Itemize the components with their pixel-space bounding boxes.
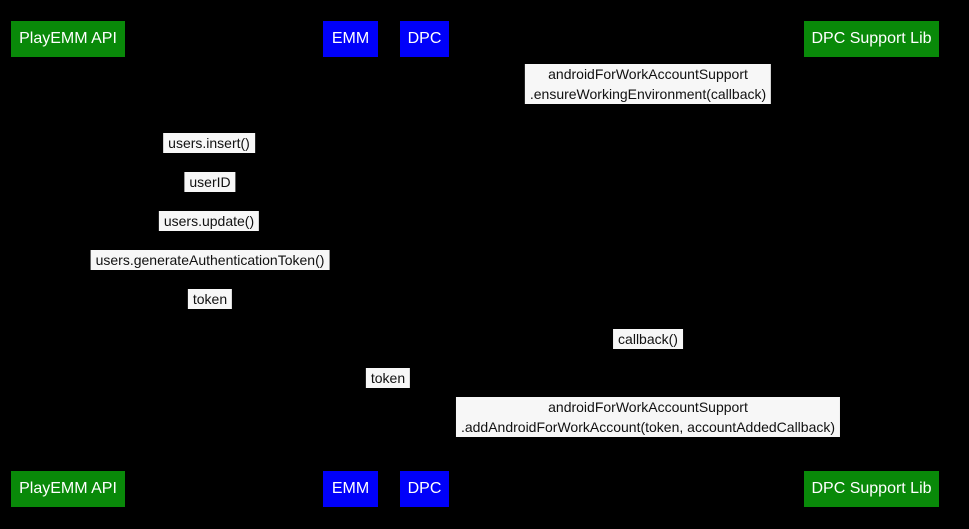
message-label-line: androidForWorkAccountSupport	[548, 399, 748, 415]
msg-user-id: userID	[184, 172, 236, 192]
message-label-line: users.insert()	[168, 135, 250, 151]
participant-label: DPC	[407, 30, 442, 47]
participant-label: PlayEMM API	[19, 480, 117, 497]
msg-token-to-emm: token	[187, 289, 233, 309]
msg-callback: callback()	[613, 329, 683, 349]
message-label-line: users.update()	[163, 213, 255, 229]
participant-label: PlayEMM API	[19, 30, 117, 47]
message-label-line: .ensureWorkingEnvironment(callback)	[529, 86, 767, 102]
msg-add-android-for-work-account: androidForWorkAccountSupport .addAndroidF…	[455, 397, 841, 437]
message-label-line: users.generateAuthenticationToken()	[95, 252, 325, 268]
message-label-line: token	[370, 370, 406, 386]
participant-emm-bottom: EMM	[323, 471, 378, 507]
participant-dpc-support-lib-top: DPC Support Lib	[804, 21, 939, 57]
msg-token-to-dpc: token	[365, 368, 411, 388]
msg-users-generate-authentication-token: users.generateAuthenticationToken()	[90, 250, 330, 270]
participant-dpc-top: DPC	[400, 21, 449, 57]
message-label-line: androidForWorkAccountSupport	[548, 66, 748, 82]
msg-users-update: users.update()	[158, 211, 260, 231]
participant-label: EMM	[331, 30, 370, 47]
participant-label: DPC	[407, 480, 442, 497]
message-label-line: token	[192, 291, 228, 307]
message-label-line: userID	[189, 174, 231, 190]
participant-label: DPC Support Lib	[811, 480, 932, 497]
participant-playemm-api-bottom: PlayEMM API	[11, 471, 125, 507]
message-label-line: callback()	[618, 331, 678, 347]
msg-ensure-working-environment: androidForWorkAccountSupport .ensureWorki…	[524, 64, 772, 104]
participant-dpc-bottom: DPC	[400, 471, 449, 507]
participant-label: EMM	[331, 480, 370, 497]
participant-label: DPC Support Lib	[811, 30, 932, 47]
participant-dpc-support-lib-bottom: DPC Support Lib	[804, 471, 939, 507]
participant-emm-top: EMM	[323, 21, 378, 57]
participant-playemm-api-top: PlayEMM API	[11, 21, 125, 57]
message-label-line: .addAndroidForWorkAccount(token, account…	[460, 419, 836, 435]
msg-users-insert: users.insert()	[163, 133, 255, 153]
